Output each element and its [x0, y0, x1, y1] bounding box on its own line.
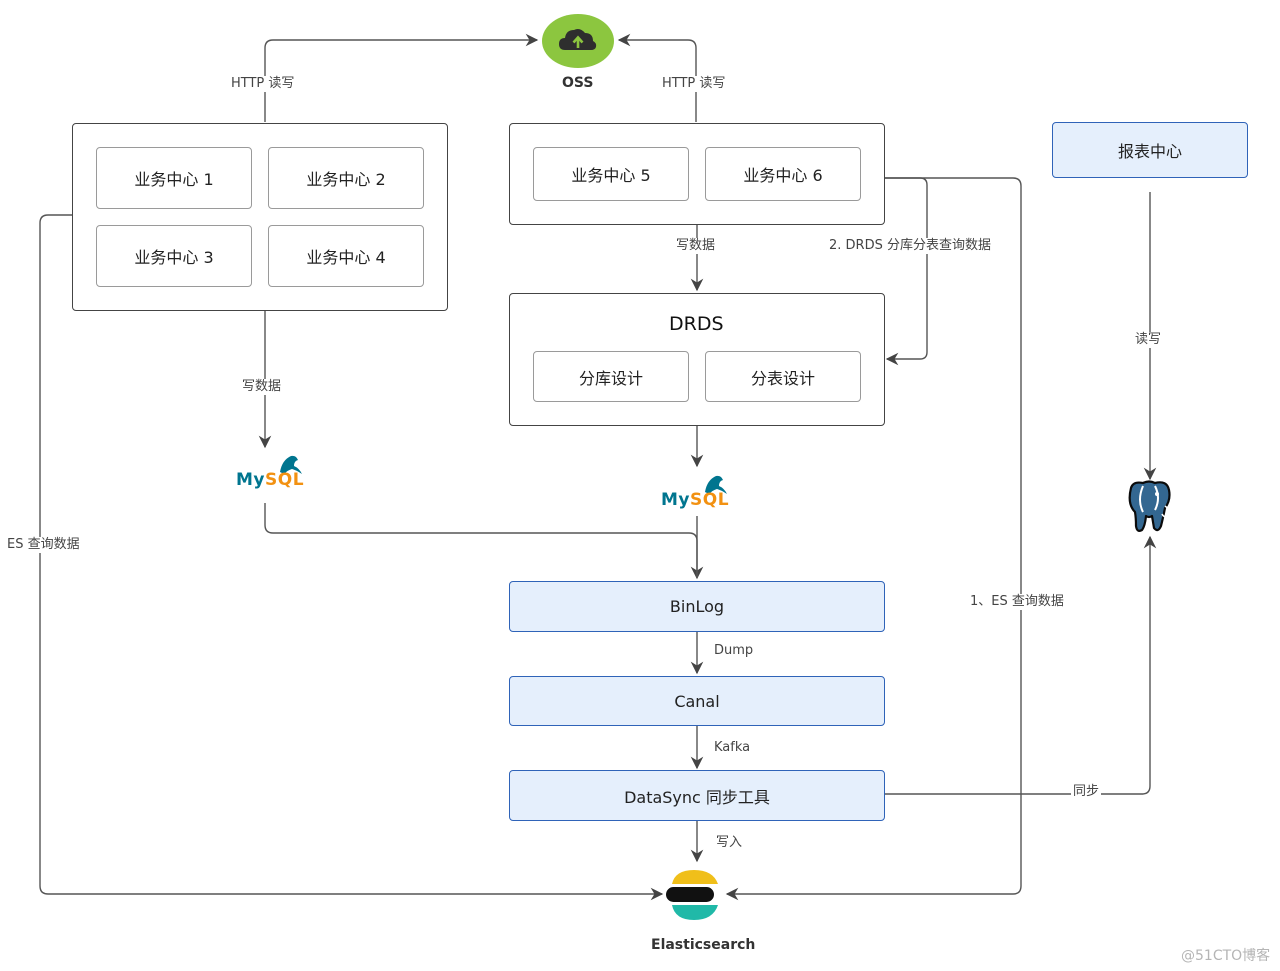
report-rw-label: 读写 — [1133, 332, 1164, 348]
datasync-box[interactable]: DataSync 同步工具 — [509, 770, 885, 821]
mysql-dolphin-logo — [280, 455, 302, 474]
business-center-4[interactable]: 业务中心 4 — [268, 225, 424, 287]
mysql-dolphin-logo — [705, 475, 727, 494]
edge-mysql-binlog-left — [264, 503, 704, 580]
drds-title: DRDS — [669, 313, 724, 335]
watermark: @51CTO博客 — [1181, 948, 1271, 964]
elasticsearch-node[interactable] — [666, 869, 726, 925]
drds-query-label: 2. DRDS 分库分表查询数据 — [827, 238, 993, 254]
edge-left-es — [39, 214, 664, 901]
elasticsearch-logo-icon — [666, 870, 718, 920]
write-data-label-right: 写数据 — [674, 238, 718, 254]
write-data-label-left: 写数据 — [240, 379, 284, 395]
binlog-box[interactable]: BinLog — [509, 581, 885, 632]
postgresql-elephant-icon — [1128, 480, 1171, 532]
business-center-3[interactable]: 业务中心 3 — [96, 225, 252, 287]
sharding-table-design[interactable]: 分表设计 — [705, 351, 861, 402]
http-rw-label-right: HTTP 读写 — [660, 76, 728, 92]
edge-right-es — [725, 177, 1022, 901]
elasticsearch-label: Elasticsearch — [651, 937, 756, 953]
business-center-1[interactable]: 业务中心 1 — [96, 147, 252, 209]
edge-left-oss — [264, 33, 539, 122]
dump-label: Dump — [712, 643, 756, 659]
oss-node[interactable] — [541, 13, 615, 69]
business-center-5[interactable]: 业务中心 5 — [533, 147, 689, 201]
mysql-logo-right: MySQL — [661, 472, 731, 512]
business-center-6[interactable]: 业务中心 6 — [705, 147, 861, 201]
sync-label: 同步 — [1071, 784, 1102, 800]
report-center-box[interactable]: 报表中心 — [1052, 122, 1248, 178]
es-query-label-left: ES 查询数据 — [5, 537, 82, 553]
http-rw-label-left: HTTP 读写 — [229, 76, 297, 92]
sharding-db-design[interactable]: 分库设计 — [533, 351, 689, 402]
es-query-label-right: 1、ES 查询数据 — [968, 594, 1066, 610]
write-in-label: 写入 — [714, 835, 745, 851]
mysql-wordmark: MySQL — [661, 490, 730, 510]
cloud-upload-icon — [542, 14, 614, 68]
postgres-node[interactable] — [1121, 478, 1177, 536]
edge-drds-query — [885, 177, 928, 366]
business-center-2[interactable]: 业务中心 2 — [268, 147, 424, 209]
oss-label: OSS — [562, 75, 594, 91]
kafka-label: Kafka — [712, 740, 753, 756]
edge-datasync-pg — [885, 535, 1157, 795]
canal-box[interactable]: Canal — [509, 676, 885, 726]
mysql-wordmark: MySQL — [236, 470, 305, 490]
edge-right-oss — [617, 33, 697, 122]
mysql-logo-left: MySQL — [236, 452, 306, 492]
